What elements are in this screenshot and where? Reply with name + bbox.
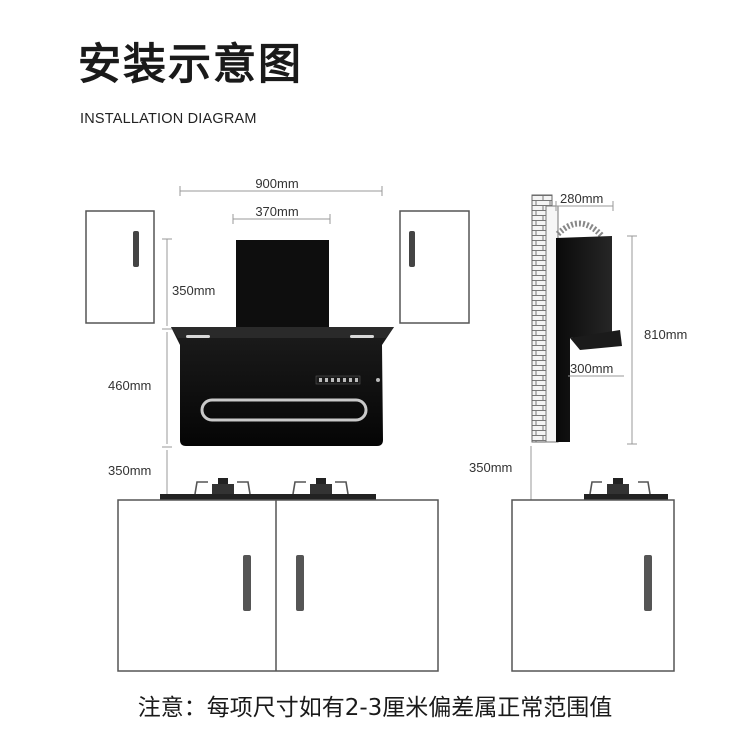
dim-depth-label: 280mm bbox=[560, 191, 603, 206]
lower-cabinet-front bbox=[117, 499, 439, 672]
footer-note: 注意：每项尺寸如有2-3厘米偏差属正常范围值 bbox=[137, 695, 613, 721]
range-hood-side bbox=[556, 236, 622, 442]
dimension-vertical-left: 350mm 460mm 350mm bbox=[108, 238, 215, 500]
upper-cabinet-right bbox=[399, 210, 470, 324]
cabinet-handle bbox=[133, 231, 139, 267]
dim-total-height-label: 810mm bbox=[644, 327, 687, 342]
hood-light-left bbox=[186, 335, 210, 338]
dimension-width-900: 900mm bbox=[179, 176, 383, 196]
dimension-hood-depth-300: 300mm bbox=[568, 361, 624, 377]
front-view: 900mm 370mm 350mm 460mm 350m bbox=[85, 176, 470, 672]
page-subtitle: INSTALLATION DIAGRAM bbox=[80, 111, 257, 127]
exhaust-duct bbox=[555, 220, 605, 239]
burner-right bbox=[310, 484, 332, 494]
dim-panel-height-label: 350mm bbox=[172, 283, 215, 298]
dimension-depth-280: 280mm bbox=[555, 191, 614, 211]
intake-ring bbox=[200, 398, 368, 422]
dim-hood-height-label: 460mm bbox=[108, 378, 151, 393]
cabinet-handle bbox=[644, 555, 652, 611]
dim-hood-depth-label: 300mm bbox=[570, 361, 613, 376]
upper-cabinet-left bbox=[85, 210, 155, 324]
dimension-total-height-810: 810mm bbox=[627, 235, 687, 445]
cabinet-handle bbox=[296, 555, 304, 611]
side-view: 280mm 810mm 300mm 350mm bbox=[469, 191, 687, 672]
dim-panel-width-label: 370mm bbox=[255, 204, 298, 219]
gas-stove-side bbox=[584, 478, 668, 500]
dimension-panel-width-370: 370mm bbox=[232, 204, 331, 224]
lower-cabinet-side bbox=[511, 499, 675, 672]
burner-left bbox=[212, 484, 234, 494]
cabinet-handle bbox=[409, 231, 415, 267]
cabinet-handle bbox=[243, 555, 251, 611]
dimension-clearance-side: 350mm bbox=[469, 446, 532, 500]
hood-light-right bbox=[350, 335, 374, 338]
power-button-icon bbox=[376, 378, 380, 382]
page-title: 安装示意图 bbox=[78, 40, 303, 90]
range-hood-front bbox=[171, 240, 394, 446]
hood-glass-panel bbox=[236, 240, 329, 329]
dim-clearance-label: 350mm bbox=[108, 463, 151, 478]
dim-side-clearance-label: 350mm bbox=[469, 460, 512, 475]
dim-width-label: 900mm bbox=[255, 176, 298, 191]
gas-stove-front bbox=[160, 478, 376, 500]
